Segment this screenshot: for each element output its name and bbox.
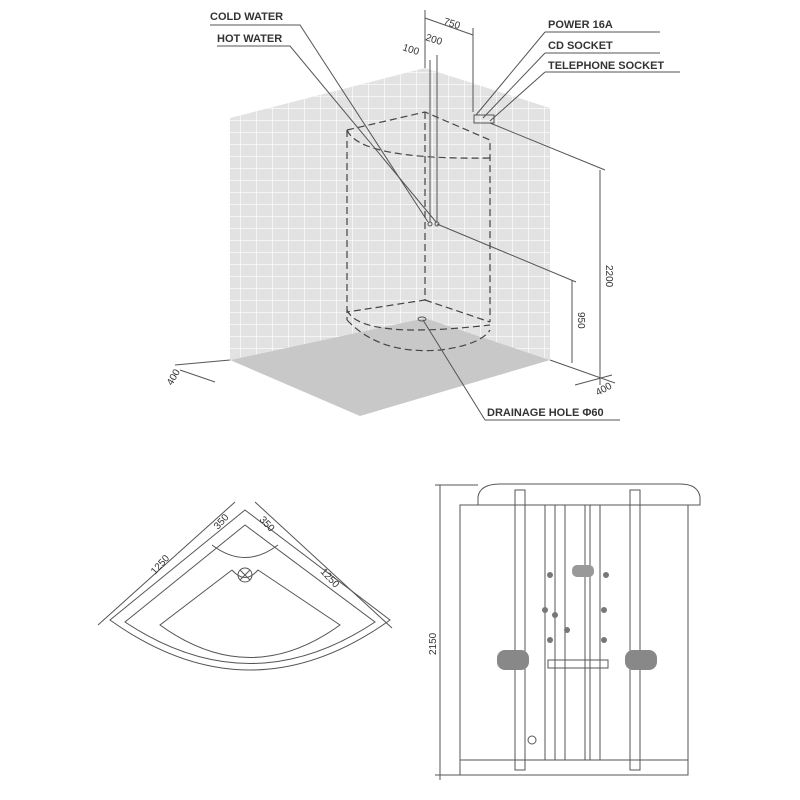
headrest-right (625, 650, 657, 670)
dimension-750: 750 (442, 16, 462, 32)
dimension-400-right: 400 (594, 381, 614, 399)
dimension-200: 200 (424, 32, 444, 48)
massage-jets (542, 572, 609, 643)
dimension-1250-right: 1250 (318, 567, 342, 591)
dimension-2150: 2150 (428, 632, 439, 655)
dimension-100: 100 (401, 42, 421, 58)
sockets-icon (473, 114, 495, 124)
cold-water-inlet (427, 221, 433, 227)
left-wall (230, 68, 425, 360)
shower-cabin-outline (346, 111, 491, 352)
cd-socket-label: CD SOCKET (548, 40, 613, 52)
floor (230, 318, 550, 416)
seat (547, 659, 609, 669)
dimension-1250-left: 1250 (149, 553, 172, 577)
dimension-350-left: 350 (212, 512, 232, 532)
drain-icon (417, 316, 427, 322)
hot-water-label: HOT WATER (217, 33, 282, 45)
drainage-hole-label: DRAINAGE HOLE Φ60 (487, 407, 604, 419)
dimension-950: 950 (575, 312, 586, 329)
drain-icon (237, 567, 253, 583)
right-wall (425, 68, 550, 360)
isometric-view: COLD WATER HOT WATER POWER 16A CD SOCKET… (165, 10, 680, 421)
front-view: 2150 (428, 483, 701, 780)
dimension-2200: 2200 (603, 265, 614, 288)
hot-water-inlet (434, 221, 440, 227)
power-label: POWER 16A (548, 19, 613, 31)
cold-water-label: COLD WATER (210, 11, 283, 23)
control-panel (572, 565, 594, 577)
headrest-left (497, 650, 529, 670)
telephone-socket-label: TELEPHONE SOCKET (548, 60, 664, 72)
plan-view: 1250 1250 350 350 (97, 501, 393, 671)
